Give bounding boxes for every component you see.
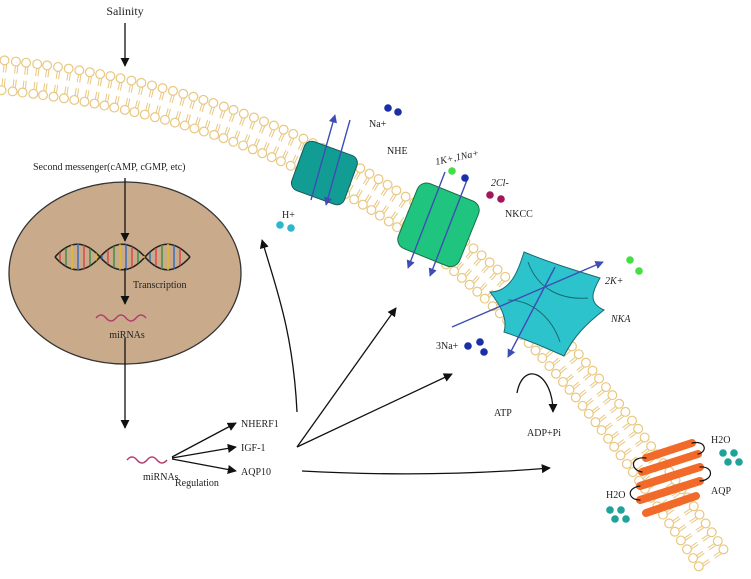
label-nkcc: NKCC — [505, 209, 533, 220]
label-k-na: 1K+,1Na+ — [434, 148, 480, 168]
nhe-transporter — [290, 114, 358, 206]
nhe-arrow-in — [324, 119, 351, 206]
label-two-k: 2K+ — [605, 276, 623, 287]
water-dot — [611, 515, 619, 523]
label-nhe: NHE — [387, 146, 408, 157]
ions — [276, 104, 743, 523]
arrow-igf1-nka — [296, 373, 453, 448]
na-ion-dot — [384, 104, 392, 112]
mirna-nucleus-icon — [95, 314, 147, 322]
label-igf1: IGF-1 — [241, 443, 265, 454]
label-mirnas-nucleus: miRNAs — [109, 330, 145, 341]
na-ion-dot — [461, 174, 469, 182]
k-ion-dot — [635, 267, 643, 275]
water-dot — [606, 506, 614, 514]
cl-ion-dot — [486, 191, 494, 199]
water-dot — [617, 506, 625, 514]
label-h2o-bottom: H2O — [606, 490, 625, 501]
label-salinity: Salinity — [106, 4, 143, 18]
label-nherf1: NHERF1 — [241, 419, 279, 430]
aqp-channel — [629, 439, 712, 517]
label-mirnas-outside: miRNAs — [143, 472, 179, 483]
label-h: H+ — [282, 210, 295, 221]
water-dot — [735, 458, 743, 466]
nka-pump — [451, 251, 605, 358]
arrow-regulation-nherf1 — [171, 422, 237, 458]
label-h2o-top: H2O — [711, 435, 730, 446]
label-na: Na+ — [369, 119, 387, 130]
na-ion-dot — [464, 342, 472, 350]
na-ion-dot — [394, 108, 402, 116]
signal-arrows — [120, 23, 558, 475]
nkcc-transporter — [397, 171, 480, 277]
label-nka: NKA — [610, 314, 631, 325]
label-aqp: AQP — [711, 486, 731, 497]
label-adp: ADP+Pi — [527, 428, 561, 439]
water-dot — [622, 515, 630, 523]
nhe-arrow-out — [310, 114, 337, 201]
label-aqp10: AQP10 — [241, 467, 271, 478]
water-dot — [730, 449, 738, 457]
h-ion-dot — [276, 221, 284, 229]
water-dot — [724, 458, 732, 466]
h-ion-dot — [287, 224, 295, 232]
arrow-regulation-igf1 — [171, 443, 237, 459]
mirna-outside-icon — [126, 456, 168, 464]
na-ion-dot — [480, 348, 488, 356]
label-regulation: Regulation — [175, 478, 219, 489]
arrow-aqp10-aqp — [301, 464, 551, 475]
k-ion-dot — [448, 167, 456, 175]
dna-helix-icon — [54, 243, 191, 271]
arrow-nherf1-nhe — [259, 239, 298, 413]
label-cl: 2Cl- — [491, 178, 509, 189]
arrow-atp-adp — [516, 373, 558, 413]
label-three-na: 3Na+ — [436, 341, 459, 352]
k-ion-dot — [626, 256, 634, 264]
cl-ion-dot — [497, 195, 505, 203]
na-ion-dot — [476, 338, 484, 346]
water-dot — [719, 449, 727, 457]
label-atp: ATP — [494, 408, 512, 419]
label-transcription: Transcription — [133, 280, 187, 291]
arrow-igf1-nkcc — [296, 307, 397, 448]
arrow-regulation-aqp10 — [171, 458, 237, 474]
label-second-messenger: Second messenger(cAMP, cGMP, etc) — [33, 162, 185, 173]
